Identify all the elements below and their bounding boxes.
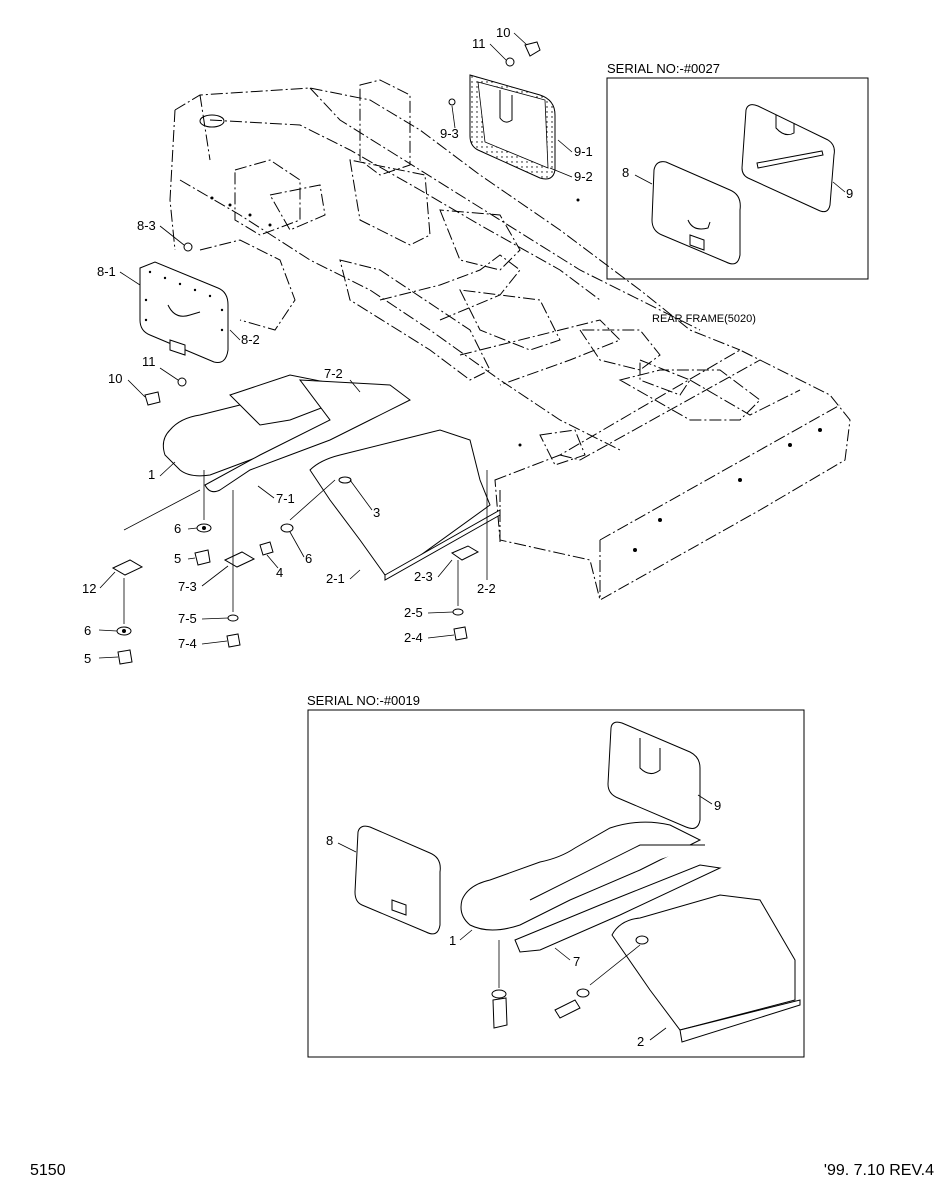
part-2-side-cover [309, 429, 501, 581]
callout-3: 3 [373, 505, 380, 520]
inset-bottom-part-2 [611, 894, 801, 1043]
inset-bottom-callout-1: 1 [449, 933, 456, 948]
callout-5-a: 5 [174, 551, 181, 566]
callout-9-1: 9-1 [574, 144, 593, 159]
callout-8-3: 8-3 [137, 218, 156, 233]
part-9-cover-plate [469, 74, 556, 180]
inset-bottom-title: SERIAL NO:-#0019 [307, 693, 420, 708]
callout-7-5: 7-5 [178, 611, 197, 626]
callout-1: 1 [148, 467, 155, 482]
frame-holes [199, 114, 822, 552]
revision-date: '99. 7.10 REV.4 [823, 1162, 934, 1179]
assembly-lines [123, 470, 488, 624]
inset-bottom-callout-7: 7 [573, 954, 580, 969]
inset-bottom-box [307, 709, 805, 1058]
callout-9-2: 9-2 [574, 169, 593, 184]
inset-bottom-callout-9: 9 [714, 798, 721, 813]
inset-top-part-8 [651, 161, 741, 265]
callout-6-c: 6 [84, 623, 91, 638]
inset-bottom-callout-2: 2 [637, 1034, 644, 1049]
callout-8-1: 8-1 [97, 264, 116, 279]
inset-bottom-callout-8: 8 [326, 833, 333, 848]
main-callouts: 10 11 9-3 9-1 9-2 8-3 8-1 8-2 11 10 7-2 … [82, 25, 593, 666]
callout-11-top: 11 [472, 36, 486, 51]
callout-10-top: 10 [496, 25, 510, 40]
part-10-11-top-bolt [448, 41, 541, 106]
inset-bottom-hardware [491, 940, 641, 1029]
inset-bottom-part-1 [460, 821, 705, 931]
main-hardware [111, 523, 480, 665]
inset-top-title: SERIAL NO:-#0027 [607, 61, 720, 76]
callout-7-3: 7-3 [178, 579, 197, 594]
inset-top-box [606, 77, 869, 280]
inset-top-part-9 [741, 104, 835, 213]
callout-6-b: 6 [305, 551, 312, 566]
inset-top-callout-8: 8 [622, 165, 629, 180]
callout-6-a: 6 [174, 521, 181, 536]
callout-5-b: 5 [84, 651, 91, 666]
callout-10-left: 10 [108, 371, 122, 386]
part-7-guard [204, 379, 411, 493]
inset-top-callout-9: 9 [846, 186, 853, 201]
callout-7-2: 7-2 [324, 366, 343, 381]
inset-bottom-part-8 [354, 825, 441, 935]
part-8-holes [144, 270, 224, 332]
callout-11-left: 11 [142, 354, 156, 369]
rear-frame-label: REAR FRAME(5020) [652, 313, 756, 325]
callout-2-1: 2-1 [326, 571, 345, 586]
part-8-cover-plate [139, 242, 229, 406]
rear-frame-outline [169, 79, 851, 601]
callout-7-4: 7-4 [178, 636, 197, 651]
inset-bottom-part-9 [607, 721, 701, 829]
callout-2-2: 2-2 [477, 581, 496, 596]
callout-12: 12 [82, 581, 96, 596]
main-leader-lines [98, 32, 573, 659]
callout-2-5: 2-5 [404, 605, 423, 620]
callout-2-3: 2-3 [414, 569, 433, 584]
callout-4: 4 [276, 565, 283, 580]
callout-2-4: 2-4 [404, 630, 423, 645]
callout-9-3: 9-3 [440, 126, 459, 141]
inset-bottom-part-7 [514, 864, 722, 953]
page-number: 5150 [30, 1162, 66, 1179]
callout-7-1: 7-1 [276, 491, 295, 506]
callout-8-2: 8-2 [241, 332, 260, 347]
